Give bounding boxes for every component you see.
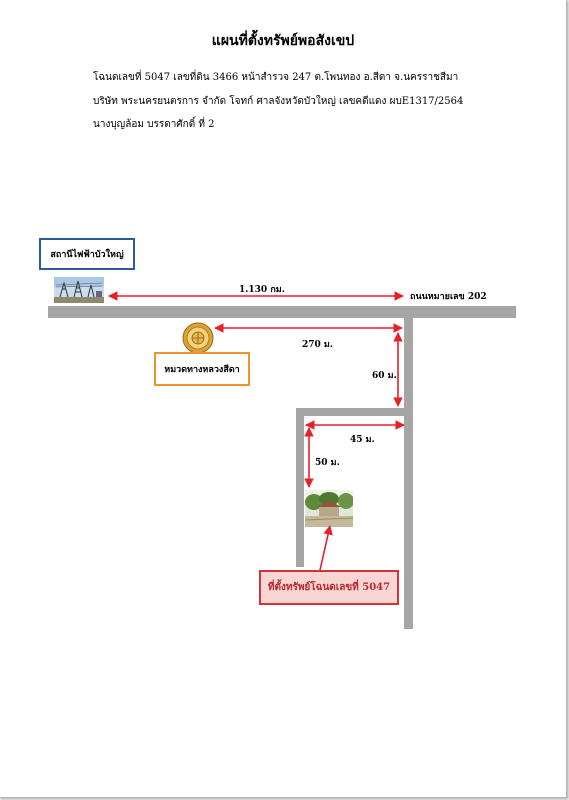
property-pointer-arrow xyxy=(319,525,333,571)
lane-branch-road xyxy=(296,416,304,567)
deed-info-line: โฉนดเลขที่ 5047 เลขที่ดิน 3466 หน้าสำรวจ… xyxy=(93,72,459,83)
property-label: ที่ตั้งทรัพย์โฉนดเลขที่ 5047 xyxy=(259,570,399,605)
distance-office-label: 270 ม. xyxy=(302,340,333,350)
district-office-label: หมวดทางหลวงสีดา xyxy=(154,352,250,386)
owner-info-line: นางบุญล้อม บรรดาศักดิ์ ที่ 2 xyxy=(93,119,215,130)
distance-station-label: 1.130 กม. xyxy=(239,285,285,295)
highway-road xyxy=(48,306,516,318)
power-station-photo xyxy=(54,277,104,303)
distance-side-road-label: 60 ม. xyxy=(372,371,397,381)
property-photo xyxy=(305,490,353,527)
side-road xyxy=(404,318,413,629)
highway-label: ถนนหมายเลข 202 xyxy=(410,292,487,302)
department-emblem-icon xyxy=(182,322,214,354)
case-info-line: บริษัท พระนครยนตรการ จำกัด โจทก์ ศาลจังห… xyxy=(93,96,464,107)
power-station-label: สถานีไฟฟ้าบัวใหญ่ xyxy=(39,238,135,270)
distance-property-label: 50 ม. xyxy=(315,458,340,468)
page-title: แผนที่ตั้งทรัพย์พอสังเขป xyxy=(211,33,355,49)
distance-lane-label: 45 ม. xyxy=(350,435,375,445)
lane-road xyxy=(296,408,404,416)
